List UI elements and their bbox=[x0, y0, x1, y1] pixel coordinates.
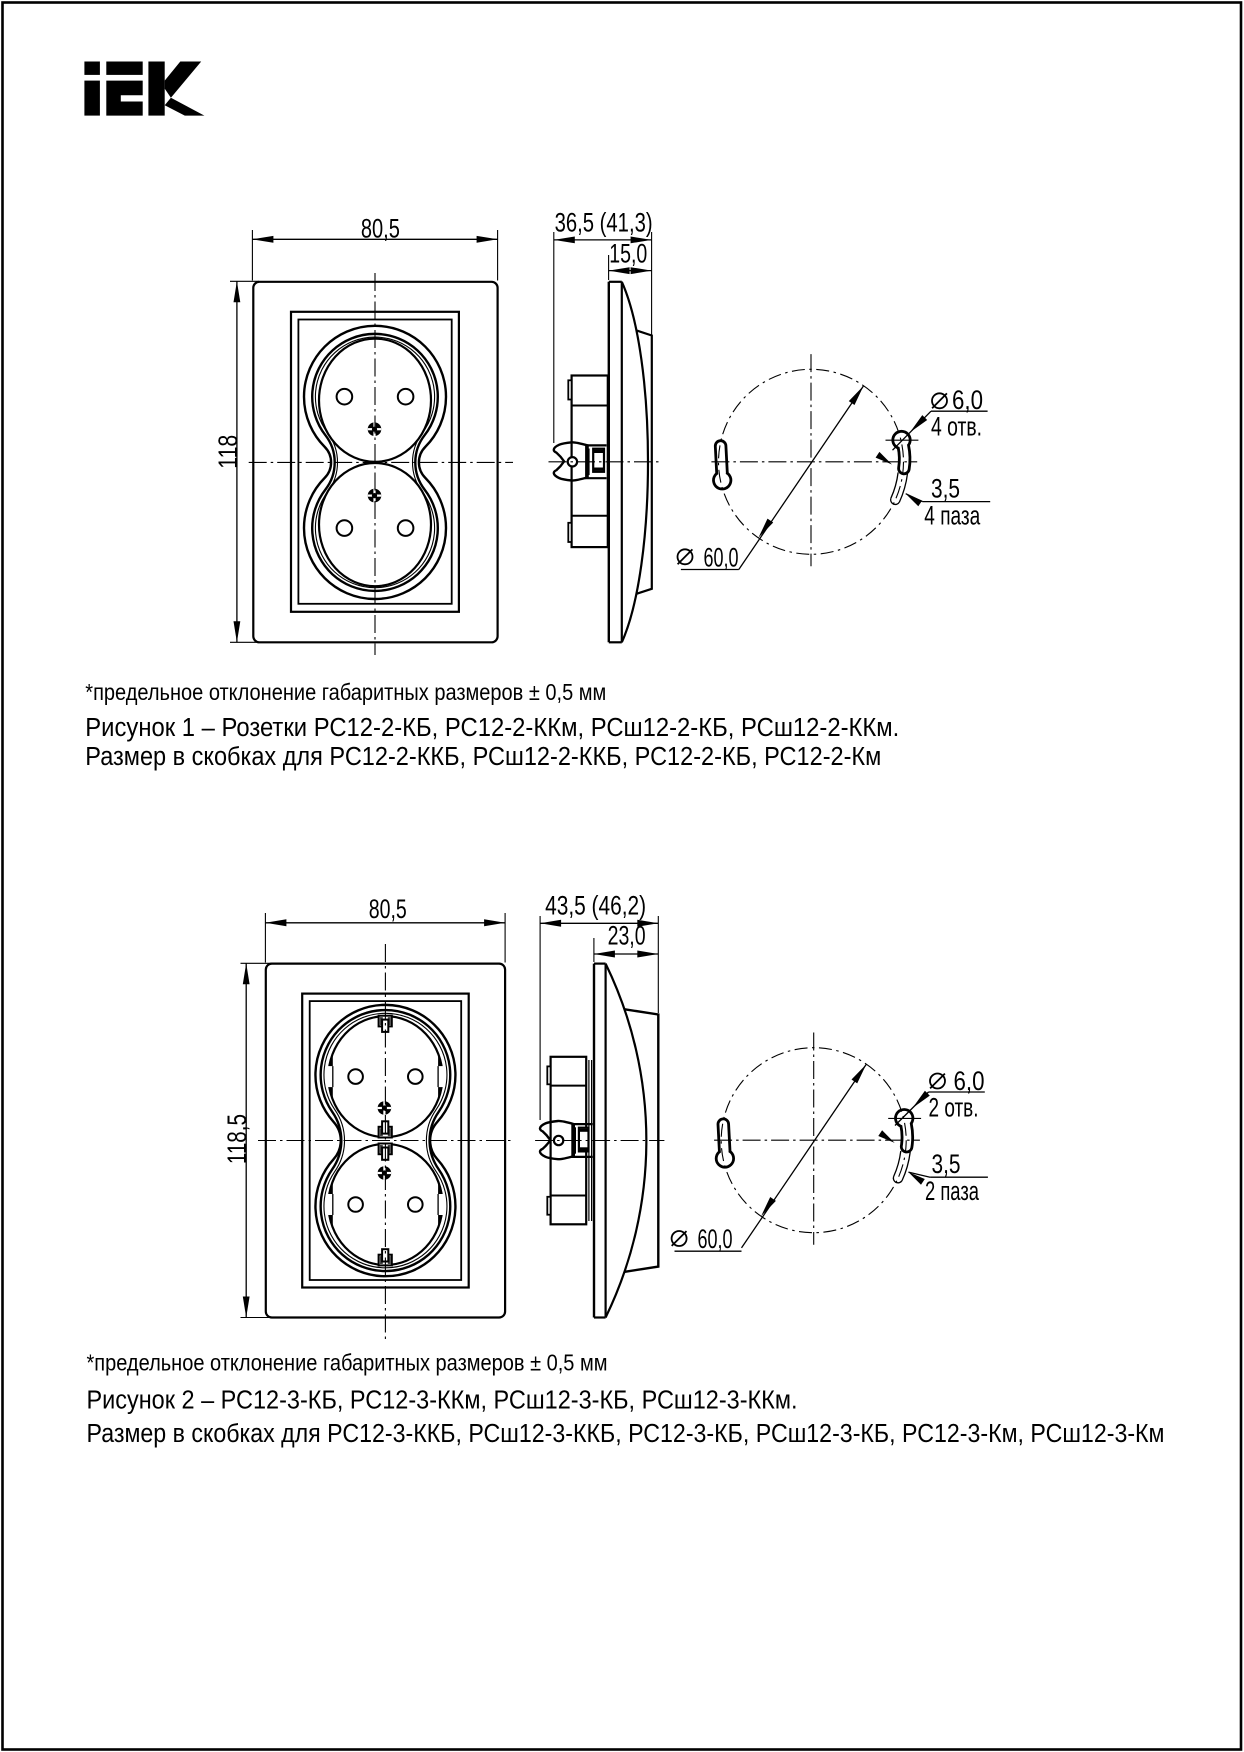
svg-text:118,5: 118,5 bbox=[222, 1114, 252, 1164]
svg-text:60,0: 60,0 bbox=[698, 1224, 733, 1254]
svg-text:6,0: 6,0 bbox=[954, 1066, 985, 1096]
svg-text:*предельное отклонение габарит: *предельное отклонение габаритных размер… bbox=[87, 1350, 608, 1376]
svg-text:80,5: 80,5 bbox=[361, 213, 400, 243]
svg-text:2 отв.: 2 отв. bbox=[929, 1093, 979, 1123]
svg-text:*предельное отклонение габарит: *предельное отклонение габаритных размер… bbox=[85, 679, 606, 705]
svg-text:36,5 (41,3): 36,5 (41,3) bbox=[555, 207, 653, 237]
svg-text:80,5: 80,5 bbox=[369, 894, 407, 924]
svg-text:4 паза: 4 паза bbox=[924, 500, 981, 530]
svg-text:2 паза: 2 паза bbox=[925, 1176, 980, 1206]
svg-text:Рисунок 2 – РС12-3-КБ, РС12-3-: Рисунок 2 – РС12-3-КБ, РС12-3-ККм, РСш12… bbox=[87, 1387, 798, 1415]
svg-text:3,5: 3,5 bbox=[932, 1149, 961, 1179]
svg-text:118: 118 bbox=[213, 435, 243, 469]
svg-text:43,5 (46,2): 43,5 (46,2) bbox=[545, 890, 646, 920]
svg-text:6,0: 6,0 bbox=[952, 385, 983, 415]
svg-text:3,5: 3,5 bbox=[931, 473, 960, 503]
svg-text:4 отв.: 4 отв. bbox=[931, 412, 982, 442]
svg-text:Размер в скобках для РС12-3-КК: Размер в скобках для РС12-3-ККБ, РСш12-3… bbox=[87, 1420, 1165, 1448]
svg-text:60,0: 60,0 bbox=[704, 543, 739, 573]
svg-text:Рисунок 1 – Розетки РС12-2-КБ,: Рисунок 1 – Розетки РС12-2-КБ, РС12-2-КК… bbox=[85, 714, 899, 742]
svg-text:15,0: 15,0 bbox=[609, 238, 647, 268]
svg-text:Размер в скобках для РС12-2-КК: Размер в скобках для РС12-2-ККБ, РСш12-2… bbox=[85, 743, 881, 771]
svg-text:23,0: 23,0 bbox=[608, 920, 646, 950]
